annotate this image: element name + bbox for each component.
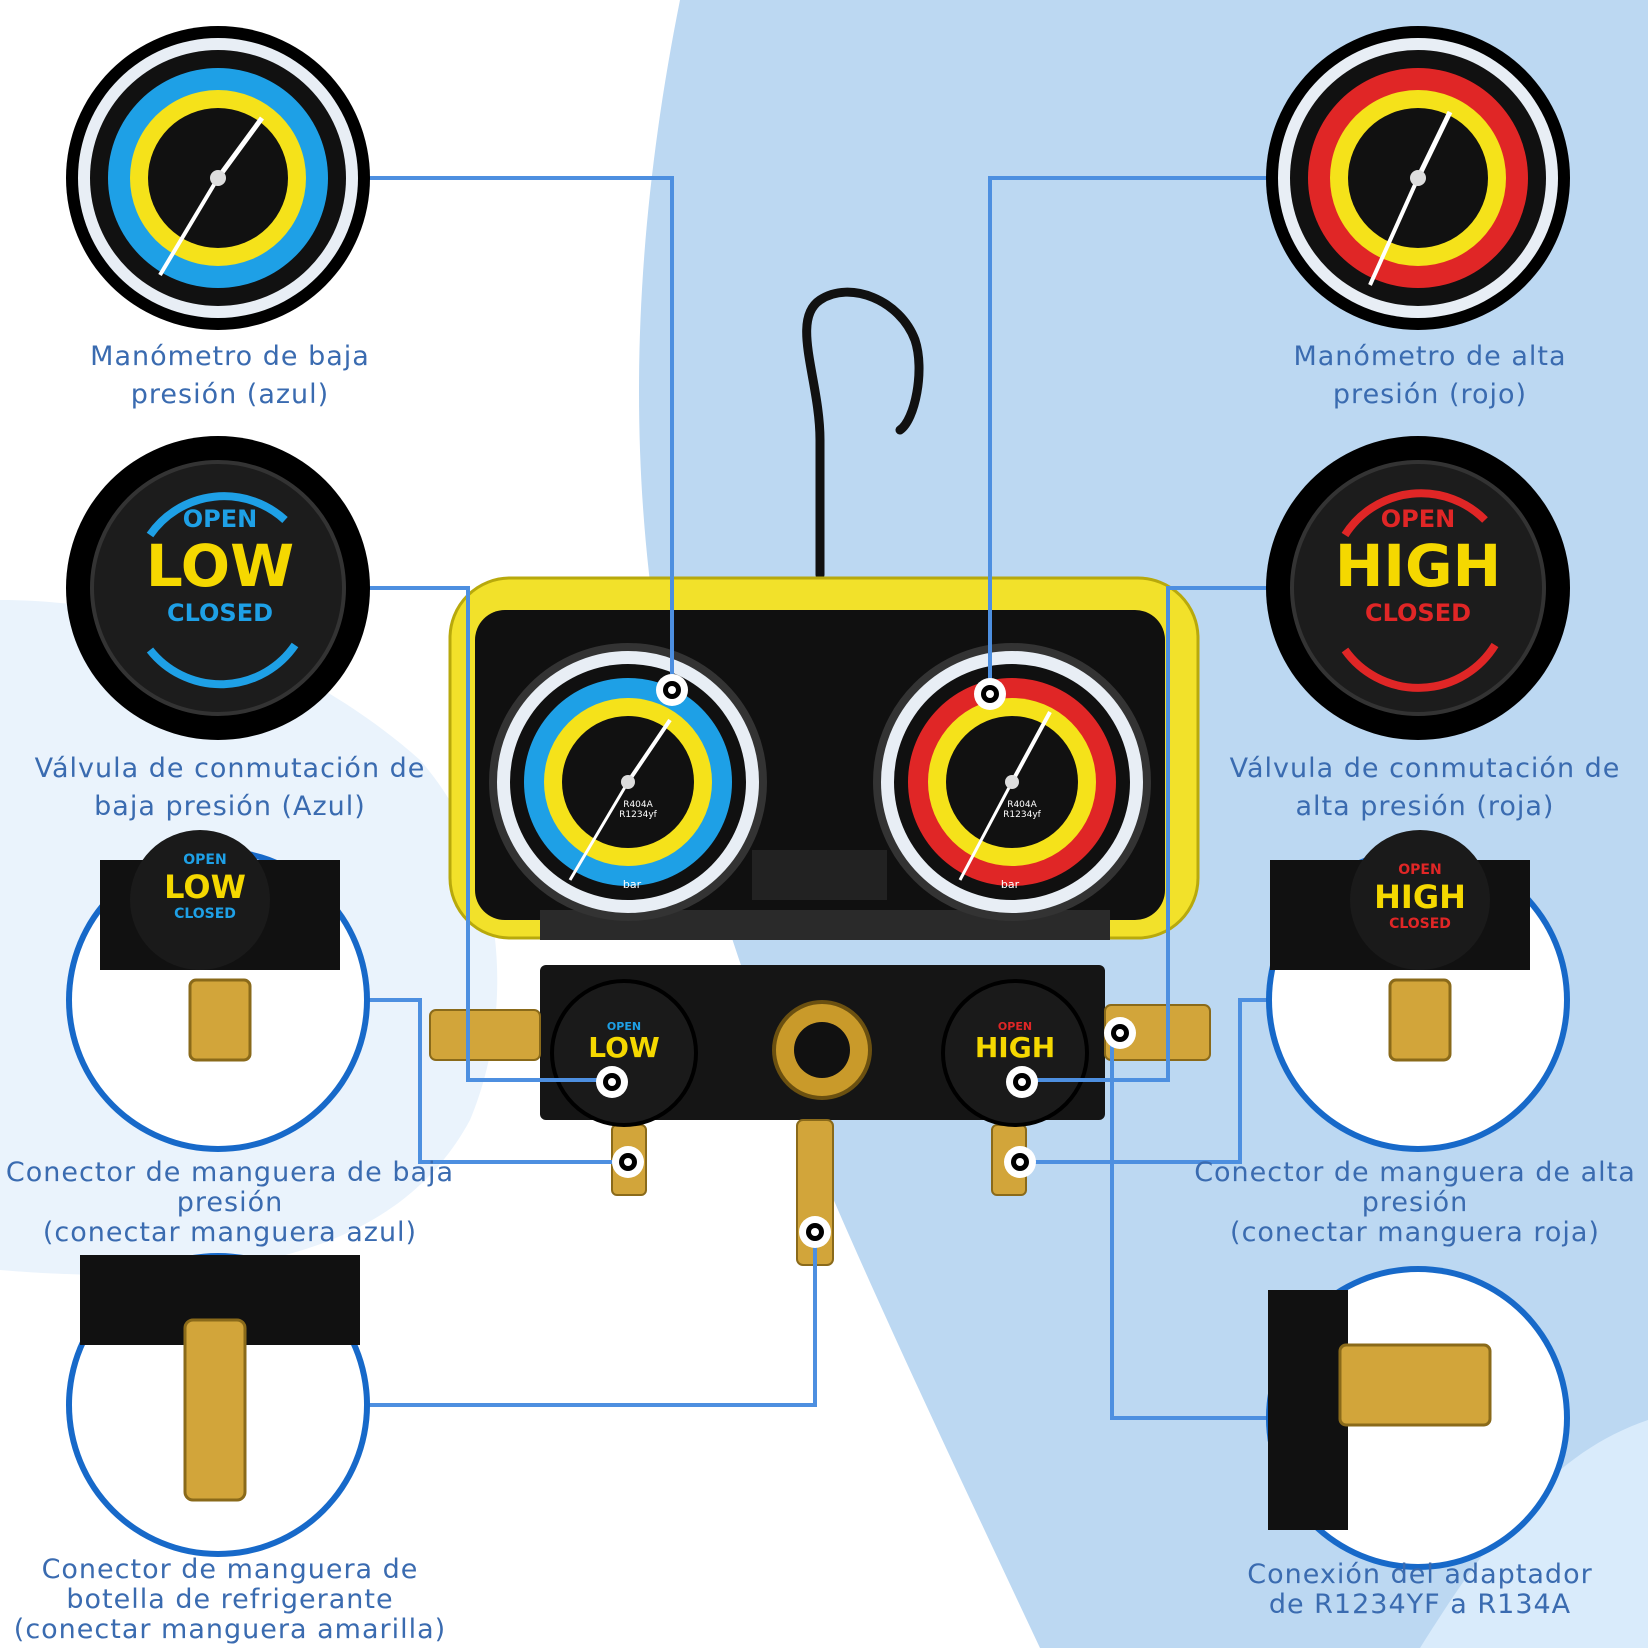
caption-line: alta presión (roja) bbox=[1295, 791, 1555, 822]
high-pressure-gauge bbox=[873, 643, 1151, 921]
caption-line: Conexión del adaptador bbox=[1247, 1559, 1593, 1590]
caption-line: Conector de manguera de baja bbox=[5, 1157, 455, 1188]
caption-line: presión (rojo) bbox=[1332, 379, 1528, 410]
high-closed-label: CLOSED bbox=[1364, 599, 1472, 627]
high-valve-knob bbox=[941, 979, 1089, 1127]
low-main-label: LOW bbox=[145, 532, 295, 600]
high-hose-knob-text: OPEN HIGH CLOSED bbox=[1345, 862, 1495, 932]
caption-line: Válvula de conmutación de bbox=[1229, 753, 1621, 784]
center-port-hole bbox=[794, 1022, 850, 1078]
high-valve-knob-text: OPEN HIGH CLOSED bbox=[1318, 505, 1518, 627]
caption-low-valve: Válvula de conmutación de baja presión (… bbox=[10, 750, 450, 826]
high-valve-detail-bubble bbox=[1266, 436, 1570, 740]
high-hose-main-label: HIGH bbox=[1374, 878, 1466, 916]
left-side-port bbox=[429, 1009, 541, 1061]
leader-lines bbox=[352, 176, 1298, 1420]
manifold-low-knob-text: OPEN LOW bbox=[564, 1020, 684, 1063]
caption-line: presión bbox=[176, 1187, 284, 1218]
low-hose-main-label: LOW bbox=[164, 868, 246, 906]
low-hose-closed-label: CLOSED bbox=[174, 906, 236, 922]
low-gauge-r1234yf: R1234yf bbox=[619, 810, 657, 820]
caption-high-valve: Válvula de conmutación de alta presión (… bbox=[1205, 750, 1645, 826]
caption-line: Manómetro de baja bbox=[90, 341, 370, 372]
high-gauge-r1234yf: R1234yf bbox=[1003, 810, 1041, 820]
low-valve-knob-text: OPEN LOW CLOSED bbox=[120, 505, 320, 627]
manifold-high-main: HIGH bbox=[974, 1031, 1056, 1064]
low-gauge-unit-bar: bar bbox=[622, 878, 642, 891]
manifold-high-knob-text: OPEN HIGH bbox=[955, 1020, 1075, 1063]
adapter-detail-bubble bbox=[1266, 1266, 1570, 1570]
low-valve-detail-bubble bbox=[66, 436, 370, 740]
background-blue-shape-bottom bbox=[1420, 1420, 1648, 1648]
caption-line: (conectar manguera roja) bbox=[1230, 1217, 1600, 1248]
high-hose-detail-bubble bbox=[1266, 830, 1570, 1152]
caption-line: botella de refrigerante bbox=[66, 1584, 394, 1615]
high-gauge-unit-bar: bar bbox=[1000, 878, 1020, 891]
high-gauge-r404a: R404A bbox=[1007, 800, 1037, 810]
caption-line: Conector de manguera de alta bbox=[1194, 1157, 1636, 1188]
caption-line: presión bbox=[1361, 1187, 1469, 1218]
caption-line: Válvula de conmutación de bbox=[34, 753, 426, 784]
high-main-label: HIGH bbox=[1334, 532, 1502, 600]
gauge-window-label bbox=[752, 850, 887, 900]
high-hose-open-label: OPEN bbox=[1398, 862, 1442, 878]
caption-line: (conectar manguera azul) bbox=[42, 1217, 418, 1248]
caption-adapter: Conexión del adaptador de R1234YF a R134… bbox=[1210, 1560, 1630, 1620]
caption-line: presión (azul) bbox=[130, 379, 330, 410]
low-gauge-refrigerant-labels: R404A R1234yf bbox=[608, 800, 668, 820]
caption-low-hose: Conector de manguera de baja presión (co… bbox=[0, 1158, 460, 1248]
low-hose-open-label: OPEN bbox=[183, 852, 227, 868]
low-pressure-gauge bbox=[489, 643, 767, 921]
caption-line: Manómetro de alta bbox=[1293, 341, 1567, 372]
high-gauge-detail-bubble bbox=[1266, 26, 1570, 330]
manifold-low-open: OPEN bbox=[606, 1020, 642, 1033]
caption-low-gauge: Manómetro de baja presión (azul) bbox=[30, 338, 430, 414]
low-gauge-detail-bubble bbox=[66, 26, 370, 330]
low-valve-knob bbox=[550, 979, 698, 1127]
low-hose-detail-bubble bbox=[66, 830, 370, 1152]
low-hose-knob-text: OPEN LOW CLOSED bbox=[130, 852, 280, 922]
caption-line: baja presión (Azul) bbox=[94, 791, 366, 822]
high-gauge-refrigerant-labels: R404A R1234yf bbox=[992, 800, 1052, 820]
caption-line: de R1234YF a R134A bbox=[1268, 1589, 1572, 1620]
caption-line: Conector de manguera de bbox=[41, 1554, 419, 1585]
callout-markers bbox=[596, 674, 1136, 1248]
high-hose-closed-label: CLOSED bbox=[1389, 916, 1451, 932]
low-closed-label: CLOSED bbox=[166, 599, 274, 627]
manifold-low-main: LOW bbox=[588, 1031, 660, 1064]
refrigerant-hose-detail-bubble bbox=[66, 1253, 370, 1557]
caption-high-hose: Conector de manguera de alta presión (co… bbox=[1185, 1158, 1645, 1248]
manifold-high-open: OPEN bbox=[997, 1020, 1033, 1033]
high-open-label: OPEN bbox=[1380, 505, 1456, 533]
low-gauge-r404a: R404A bbox=[623, 800, 653, 810]
low-open-label: OPEN bbox=[182, 505, 258, 533]
caption-line: (conectar manguera amarilla) bbox=[13, 1614, 447, 1645]
caption-high-gauge: Manómetro de alta presión (rojo) bbox=[1230, 338, 1630, 414]
caption-refrigerant-hose: Conector de manguera de botella de refri… bbox=[0, 1555, 460, 1645]
hanging-hook bbox=[802, 287, 924, 580]
